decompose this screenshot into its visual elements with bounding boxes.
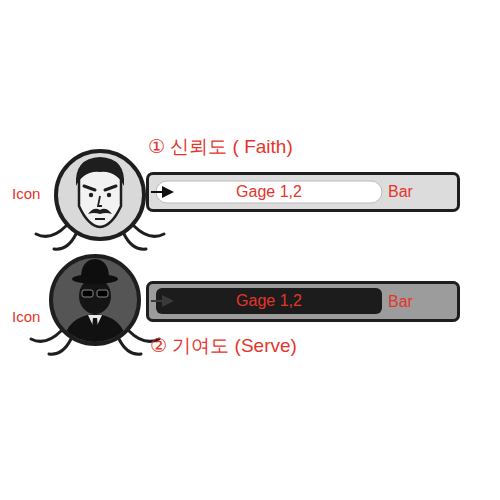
leg [36,226,66,236]
gauge-bar: Bar Gage 1,2 [146,172,460,212]
arrow-head [162,186,174,198]
head [79,169,121,227]
bar-fill [146,281,460,322]
gage-label: Gage 1,2 [236,292,302,310]
faith-icon [36,151,164,249]
face [76,157,124,227]
icon-label: Icon [12,309,40,326]
figure [62,259,128,346]
gage-fill [156,288,382,314]
leg [31,331,61,341]
bar-label: Bar [388,183,413,201]
gauge-arrows [151,186,174,307]
gauge-bar: Bar Gage 1,2 [146,281,460,322]
icon-circle [51,256,139,344]
bar-label: Bar [388,293,413,311]
mouth [95,218,105,220]
serve-icon [31,256,159,354]
leg [134,226,164,236]
glasses [97,290,108,297]
leg [124,234,146,249]
leg [49,339,71,354]
gage-label: Gage 1,2 [236,183,302,201]
gage-fill [156,181,382,203]
leg [54,234,76,249]
arrow-head [162,295,174,307]
icon-circle [56,151,144,239]
tie [91,318,99,342]
eye [107,193,111,197]
eye [89,193,93,197]
hat-brim [72,274,118,284]
nose [98,196,102,206]
body [62,314,128,346]
glasses [82,290,93,297]
gauge-title: ② 기여도 (Serve) [150,336,297,357]
gauge-fill: Gage 1,2 [156,288,382,314]
gauge-title: ① 신뢰도 ( Faith) [148,137,293,158]
bar-fills [146,172,460,322]
leg [119,339,141,354]
bar-fill [146,172,460,212]
hair [76,157,124,186]
mustache [88,209,112,214]
gauge-fill: Gage 1,2 [156,181,382,203]
brows [84,186,116,190]
icon-label: Icon [12,186,40,203]
